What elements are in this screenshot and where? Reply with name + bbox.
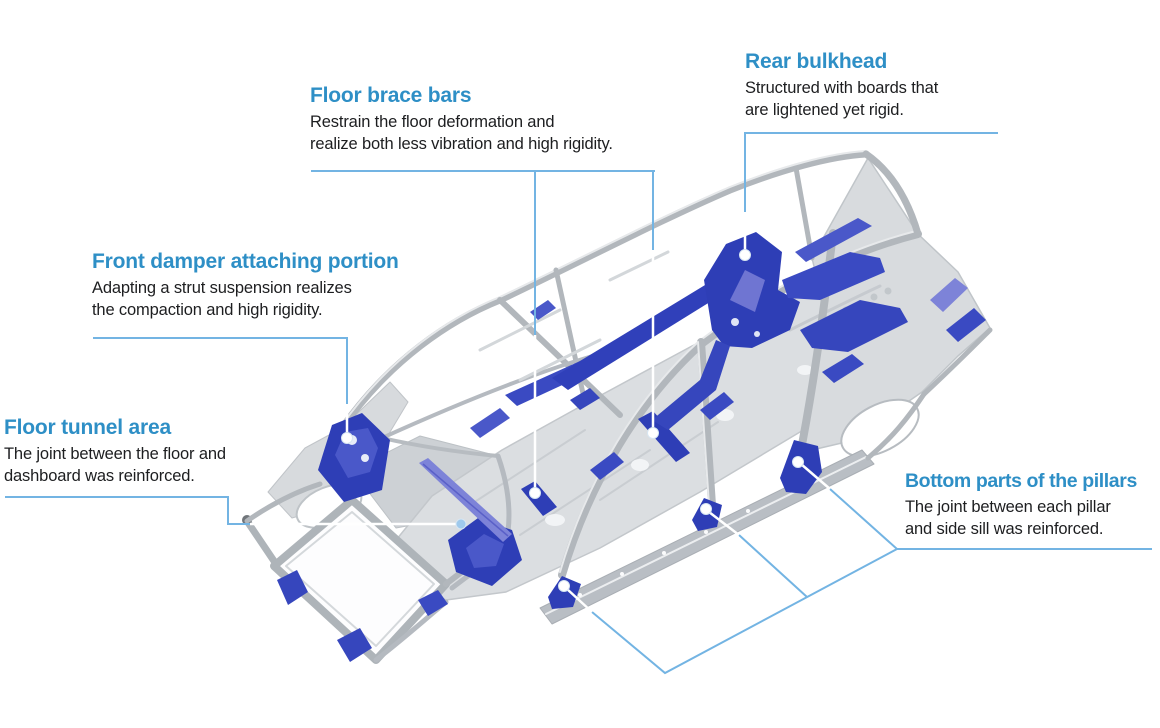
far-frame-horn — [243, 517, 280, 568]
near-b-pillar — [697, 338, 716, 509]
leader-lines-white-over-car — [250, 212, 831, 613]
annotation-floor-tunnel: Floor tunnel area The joint between the … — [4, 416, 226, 487]
leader-endpoint-dots — [341, 249, 804, 592]
leader-dot-floor-brace-rear — [647, 427, 659, 439]
annotation-bottom-pillars: Bottom parts of the pillars The joint be… — [905, 469, 1137, 540]
far-b-pillar-base-part — [570, 388, 600, 410]
front-bumper-opening-inner — [285, 511, 435, 647]
rear-deck-hole — [884, 287, 892, 295]
annotation-title: Front damper attaching portion — [92, 250, 399, 273]
annotation-line: realize both less vibration and high rig… — [310, 134, 613, 153]
bulkhead-right-arm-part — [782, 252, 885, 300]
far-rail-small-part — [530, 300, 556, 320]
annotation-title: Floor brace bars — [310, 84, 472, 107]
far-c-pillar — [793, 165, 815, 261]
bulkhead-down-arm-part — [652, 340, 730, 430]
rear-floor-brace-part — [800, 300, 908, 352]
leader-lines-blue — [5, 132, 1152, 675]
bulkhead-hole — [754, 331, 760, 337]
windshield-header — [497, 297, 623, 418]
car-body-gray-structure — [242, 150, 993, 664]
annotation-title: Rear bulkhead — [745, 50, 888, 73]
front-bottom-part — [337, 628, 372, 662]
sill-weld-dot — [746, 509, 750, 513]
sill-weld-dot — [578, 593, 582, 597]
floor-brace-bar-rear — [638, 411, 690, 462]
floor-hole — [631, 459, 649, 471]
leader-dot-a-pillar — [558, 580, 570, 592]
damper-tower-hole — [361, 454, 369, 462]
floor-tunnel-edge — [422, 463, 509, 537]
front-small-part — [418, 590, 448, 616]
leader-dot-c-pillar — [792, 456, 804, 468]
annotation-line: and side sill was reinforced. — [905, 519, 1104, 538]
rear-lower-edge — [921, 327, 993, 397]
annotation-front-damper: Front damper attaching portion Adapting … — [92, 250, 399, 321]
annotation-title: Floor tunnel area — [4, 416, 171, 439]
leader-white-segment — [800, 463, 831, 490]
leader-dot-floor-brace-front — [529, 487, 541, 499]
annotation-line: the compaction and high rigidity. — [92, 300, 323, 319]
rear-roof-header — [862, 150, 922, 238]
annotation-line: The joint between each pillar — [905, 498, 1111, 516]
annotation-line: dashboard was reinforced. — [4, 466, 195, 485]
leader-white-segment — [566, 588, 593, 613]
annotation-line: are lightened yet rigid. — [745, 100, 904, 119]
annotation-line: Structured with boards that — [745, 79, 939, 97]
leader-dot-rear-bulkhead — [739, 249, 751, 261]
leader-floor-brace-bars — [311, 170, 655, 335]
leader-white-segment — [708, 511, 740, 536]
floor-brace-small — [700, 392, 734, 420]
annotation-line: Restrain the floor deformation and — [310, 113, 555, 131]
long-floor-brace-part — [552, 282, 726, 390]
floor-hole — [797, 365, 813, 375]
leader-dot-front-damper — [341, 432, 353, 444]
rear-deck-bar-part — [795, 218, 872, 262]
sill-weld-dot — [620, 572, 624, 576]
leader-bottom-pillars — [591, 488, 1152, 675]
far-roof-rail — [338, 150, 870, 432]
rear-bulkhead-inner — [730, 270, 765, 312]
annotation-line: The joint between the floor and — [4, 445, 226, 463]
horn-to-strut-rail — [244, 481, 323, 524]
annotation-line: Adapting a strut suspension realizes — [92, 279, 352, 297]
rear-corner-blue-part — [946, 308, 986, 342]
floor-rib-lines — [469, 421, 719, 536]
near-b-pillar-highlight — [697, 341, 710, 506]
annotation-floor-brace-bars: Floor brace bars Restrain the floor defo… — [310, 84, 613, 155]
leader-dot-floor-tunnel — [455, 518, 467, 530]
rear-deck-hole — [870, 293, 878, 301]
far-roof-rail-highlight — [341, 150, 867, 426]
leader-floor-tunnel — [5, 496, 250, 525]
annotation-title: Bottom parts of the pillars — [905, 470, 1137, 492]
sill-weld-dot — [704, 530, 708, 534]
far-rocker-front-part — [470, 408, 510, 438]
leader-dot-b-pillar — [700, 503, 712, 515]
highlighted-reinforcement-parts — [277, 218, 986, 662]
front-suspension-member-inner — [466, 534, 504, 568]
floor-brace-small — [590, 452, 624, 480]
floor-hole — [545, 514, 565, 526]
a-pillar-bottom-part — [548, 576, 581, 609]
leader-front-damper — [93, 337, 348, 404]
sill-weld-dot — [662, 551, 666, 555]
sill-to-rear-arch-line — [865, 391, 927, 461]
annotation-rear-bulkhead: Rear bulkhead Structured with boards tha… — [745, 50, 938, 121]
rear-floor-brace-small — [822, 354, 864, 383]
cabin-detail-line — [478, 250, 670, 382]
rear-corner-purple-part — [930, 278, 968, 312]
frame-horn-bracket-part — [277, 570, 308, 605]
bulkhead-hole — [731, 318, 739, 326]
rear-seatback-line — [788, 284, 882, 332]
leader-rear-bulkhead — [744, 132, 998, 212]
